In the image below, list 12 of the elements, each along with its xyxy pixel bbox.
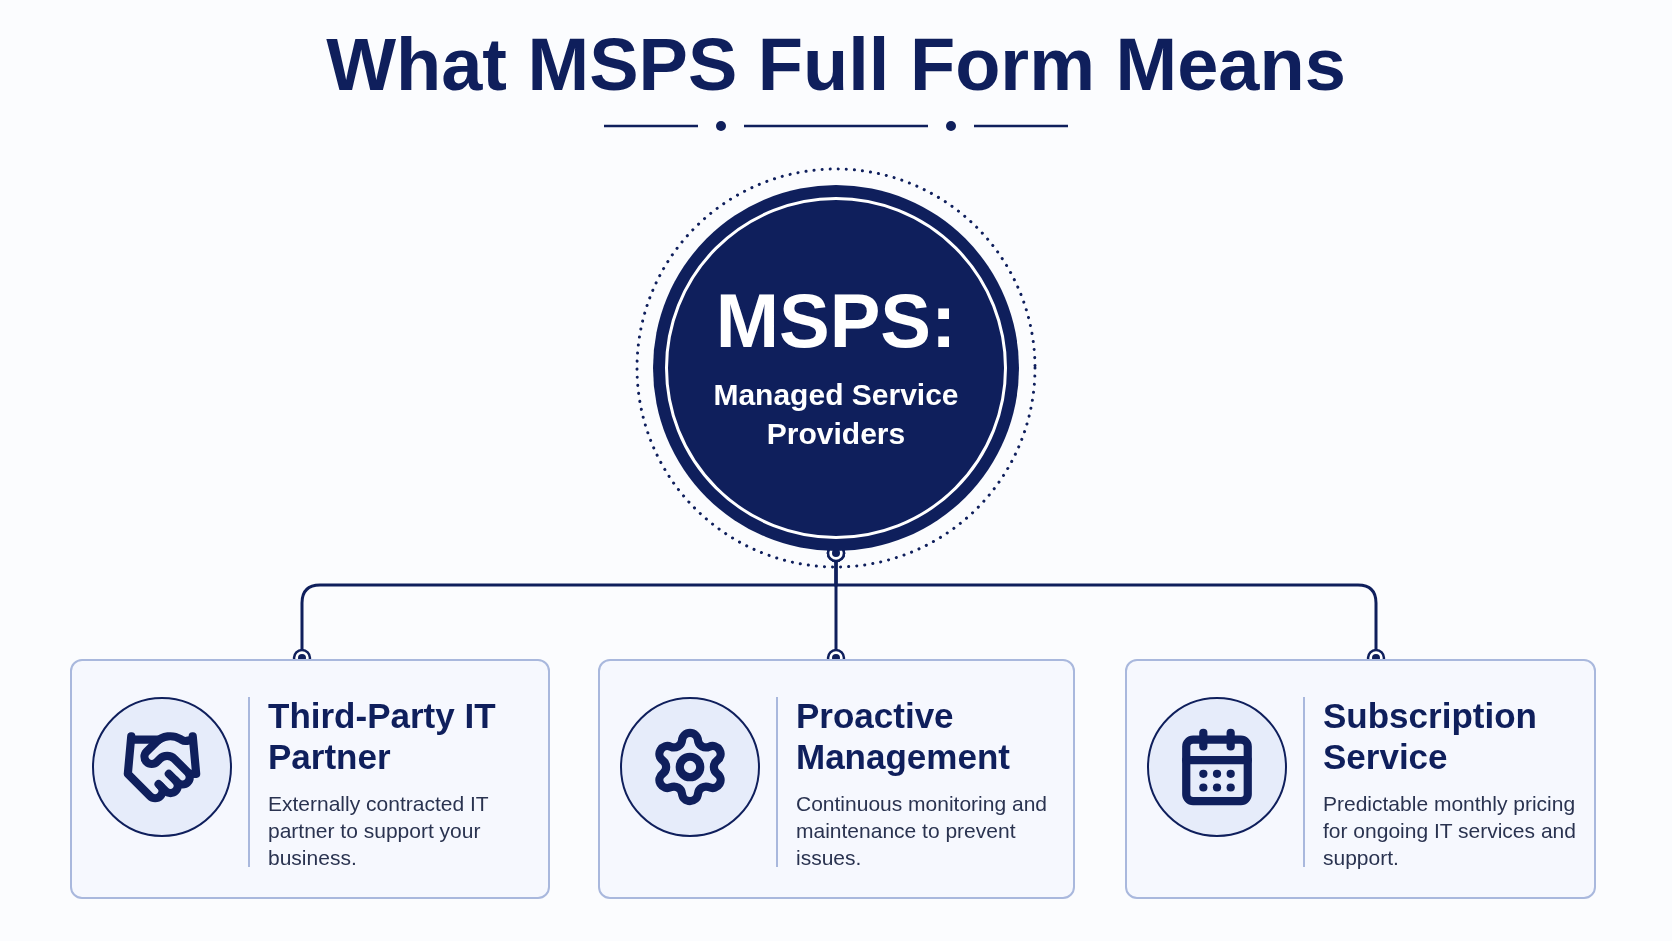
card-heading: Third-Party IT Partner: [268, 695, 496, 778]
card-description: Predictable monthly pricing for ongoing IT services and support.: [1323, 790, 1577, 872]
circle-subtitle: Managed Service Providers: [712, 377, 960, 452]
card-heading: Proactive Management: [796, 695, 1011, 778]
feature-card: [70, 659, 550, 899]
title: What MSPS Full Form Means: [326, 28, 1346, 102]
feature-card: [1125, 659, 1596, 899]
feature-card: [598, 659, 1075, 899]
card-description: Continuous monitoring and maintenance to prevent issues.: [796, 790, 1048, 872]
circle-heading: MSPS:: [715, 283, 957, 359]
card-heading: Subscription Service: [1323, 695, 1538, 778]
card-description: Externally contracted IT partner to support your business.: [268, 790, 490, 872]
